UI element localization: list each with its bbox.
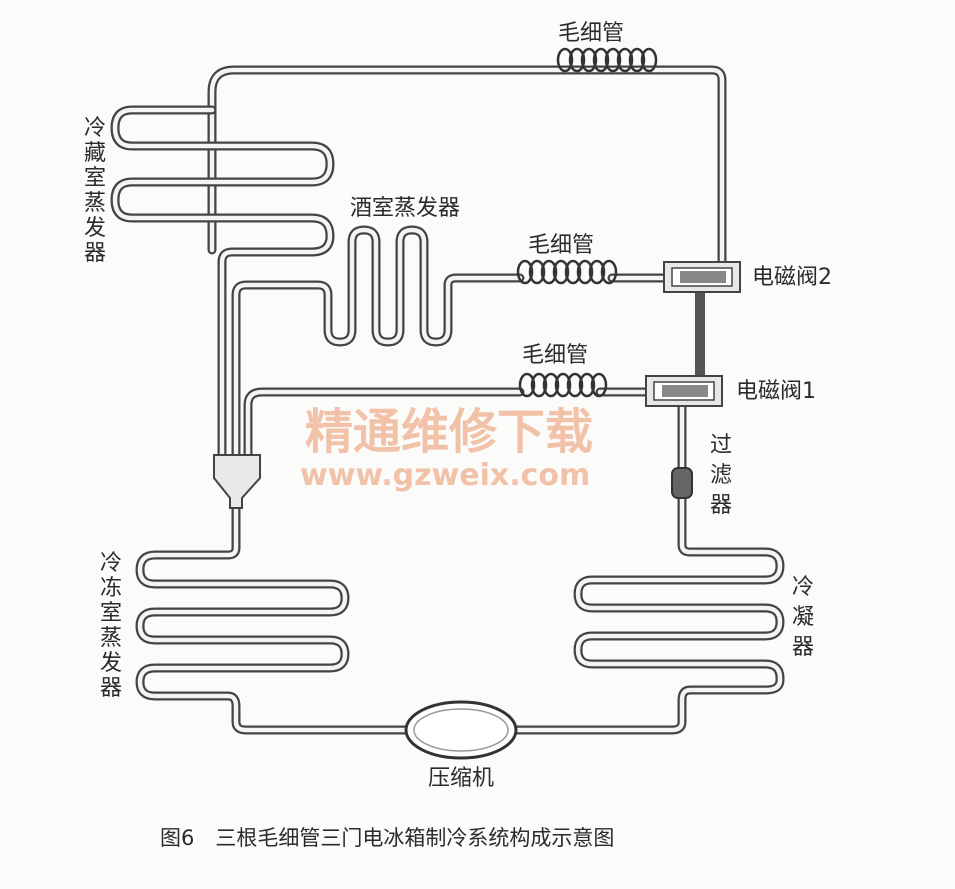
- label-filter-char: 器: [710, 493, 732, 518]
- label-freezer-evap-char: 冻: [100, 576, 122, 601]
- label-fridge-evap-char: 蒸: [84, 191, 106, 216]
- label-fridge-evaporator: 冷 藏 室 蒸 发 器: [84, 116, 106, 266]
- label-fridge-evap-char: 冷: [84, 116, 106, 141]
- label-fridge-evap-char: 藏: [84, 141, 106, 166]
- label-filter-char: 过: [710, 433, 732, 458]
- label-capillary-mid: 毛细管: [528, 233, 594, 258]
- label-fridge-evap-char: 室: [84, 166, 106, 191]
- capillary-coil-low: [518, 372, 608, 398]
- label-condenser-char: 凝: [792, 605, 814, 630]
- solenoid-valve-2: [663, 261, 741, 293]
- label-filter: 过 滤 器: [710, 433, 732, 518]
- label-compressor: 压缩机: [428, 766, 494, 791]
- label-condenser-char: 冷: [792, 575, 814, 600]
- label-freezer-evaporator: 冷 冻 室 蒸 发 器: [100, 551, 122, 701]
- compressor-body: [404, 700, 518, 760]
- label-freezer-evap-char: 器: [100, 676, 122, 701]
- label-freezer-evap-char: 冷: [100, 551, 122, 576]
- caption: 图6 三根毛细管三门电冰箱制冷系统构成示意图: [160, 826, 614, 850]
- label-freezer-evap-char: 蒸: [100, 626, 122, 651]
- label-valve-2: 电磁阀2: [752, 265, 832, 290]
- label-capillary-low: 毛细管: [522, 343, 588, 368]
- solenoid-valve-1: [645, 375, 723, 407]
- label-freezer-evap-char: 室: [100, 601, 122, 626]
- accumulator: [213, 454, 261, 509]
- label-wine-evaporator: 酒室蒸发器: [350, 196, 460, 221]
- label-condenser-char: 器: [792, 635, 814, 660]
- watermark-url: www.gzweix.com: [300, 458, 590, 493]
- label-valve-1: 电磁阀1: [736, 379, 816, 404]
- label-fridge-evap-char: 发: [84, 216, 106, 241]
- label-condenser: 冷 凝 器: [792, 575, 814, 660]
- pipe-network: [110, 65, 785, 735]
- label-fridge-evap-char: 器: [84, 241, 106, 266]
- label-filter-char: 滤: [710, 463, 732, 488]
- capillary-coil-top: [556, 47, 658, 73]
- watermark-text: 精通维修下载: [305, 404, 593, 460]
- filter-drier: [671, 467, 693, 499]
- label-capillary-top: 毛细管: [558, 21, 624, 46]
- label-freezer-evap-char: 发: [100, 651, 122, 676]
- capillary-coil-mid: [516, 259, 618, 285]
